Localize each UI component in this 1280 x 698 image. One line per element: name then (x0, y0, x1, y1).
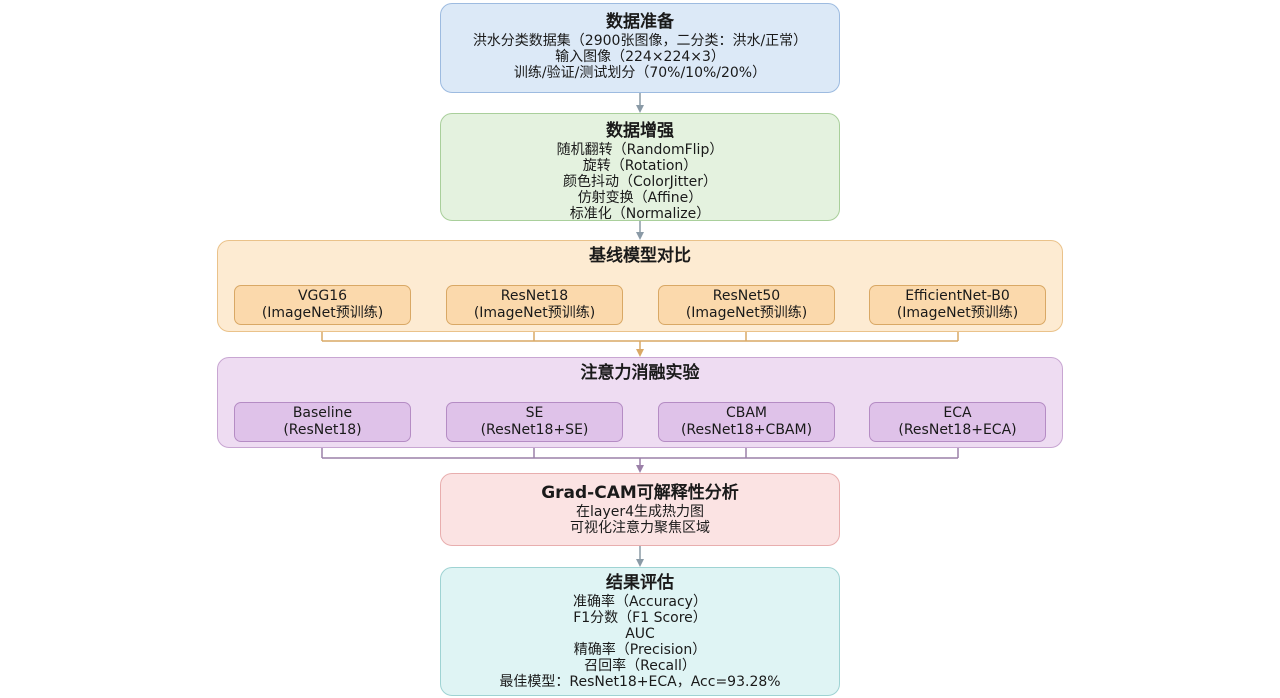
baseline-model-resnet50: ResNet50 (ImageNet预训练) (658, 285, 835, 325)
model-note: (ImageNet预训练) (473, 305, 596, 321)
model-note: (ImageNet预训练) (896, 305, 1019, 321)
attention-variant-cbam: CBAM (ResNet18+CBAM) (658, 402, 835, 442)
results-line: 准确率（Accuracy） (573, 594, 707, 610)
augmentation-box: 数据增强 随机翻转（RandomFlip） 旋转（Rotation） 颜色抖动（… (440, 113, 840, 222)
variant-note: (ResNet18+SE) (480, 422, 589, 438)
augmentation-line: 随机翻转（RandomFlip） (556, 142, 724, 158)
variant-note: (ResNet18) (283, 422, 362, 438)
data-prep-title: 数据准备 (606, 12, 674, 32)
results-line: 最佳模型：ResNet18+ECA，Acc=93.28% (499, 674, 781, 690)
augmentation-title: 数据增强 (606, 121, 674, 141)
gradcam-line: 在layer4生成热力图 (575, 504, 705, 520)
variant-name: CBAM (725, 405, 768, 421)
attention-variant-baseline: Baseline (ResNet18) (234, 402, 411, 442)
data-prep-line: 训练/验证/测试划分（70%/10%/20%） (513, 65, 767, 81)
data-prep-line: 输入图像（224×224×3） (555, 49, 725, 65)
model-name: VGG16 (297, 288, 348, 304)
baseline-model-resnet18: ResNet18 (ImageNet预训练) (446, 285, 623, 325)
results-title: 结果评估 (606, 573, 674, 593)
results-line: F1分数（F1 Score） (573, 610, 707, 626)
data-prep-box: 数据准备 洪水分类数据集（2900张图像，二分类：洪水/正常） 输入图像（224… (440, 3, 840, 93)
model-name: ResNet50 (712, 288, 781, 304)
variant-name: ECA (943, 405, 972, 421)
gradcam-box: Grad-CAM可解释性分析 在layer4生成热力图 可视化注意力聚焦区域 (440, 473, 840, 546)
variant-note: (ResNet18+CBAM) (680, 422, 813, 438)
results-line: 精确率（Precision） (573, 642, 707, 658)
variant-name: Baseline (292, 405, 353, 421)
baseline-model-efficientnet-b0: EfficientNet-B0 (ImageNet预训练) (869, 285, 1046, 325)
baseline-model-vgg16: VGG16 (ImageNet预训练) (234, 285, 411, 325)
augmentation-line: 旋转（Rotation） (582, 158, 698, 174)
baseline-title: 基线模型对比 (589, 246, 691, 266)
variant-note: (ResNet18+ECA) (898, 422, 1017, 438)
augmentation-line: 仿射变换（Affine） (577, 190, 703, 206)
gradcam-title: Grad-CAM可解释性分析 (541, 483, 739, 503)
augmentation-line: 颜色抖动（ColorJitter） (563, 174, 717, 190)
attention-variant-eca: ECA (ResNet18+ECA) (869, 402, 1046, 442)
variant-name: SE (525, 405, 544, 421)
gradcam-line: 可视化注意力聚焦区域 (570, 520, 710, 536)
model-note: (ImageNet预训练) (685, 305, 808, 321)
attention-variant-se: SE (ResNet18+SE) (446, 402, 623, 442)
model-name: ResNet18 (500, 288, 569, 304)
augmentation-line: 标准化（Normalize） (569, 206, 711, 222)
results-line: AUC (625, 626, 655, 642)
model-note: (ImageNet预训练) (261, 305, 384, 321)
results-box: 结果评估 准确率（Accuracy） F1分数（F1 Score） AUC 精确… (440, 567, 840, 696)
model-name: EfficientNet-B0 (905, 288, 1010, 304)
results-line: 召回率（Recall） (584, 658, 696, 674)
attention-title: 注意力消融实验 (580, 363, 700, 383)
data-prep-line: 洪水分类数据集（2900张图像，二分类：洪水/正常） (472, 33, 808, 49)
